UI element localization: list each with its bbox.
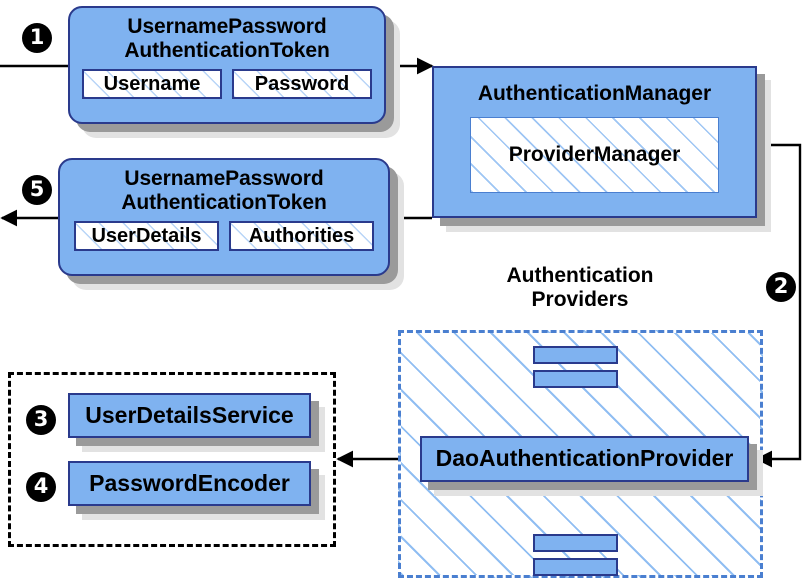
other-provider-bar-bottom-2[interactable]	[533, 558, 618, 576]
step-badge-4: 4	[26, 472, 56, 502]
step-badge-2: 2	[766, 272, 796, 302]
response-token-title-line2: AuthenticationToken	[121, 191, 327, 215]
authentication-manager-title: AuthenticationManager	[477, 82, 712, 105]
password-encoder-box[interactable]: PasswordEncoder	[68, 461, 311, 506]
step-badge-5: 5	[22, 175, 52, 205]
authentication-providers-title: Authentication Providers	[460, 264, 700, 311]
field-password[interactable]: Password	[232, 69, 372, 100]
other-provider-bar-top-2[interactable]	[533, 370, 618, 388]
step-badge-1: 1	[22, 23, 52, 53]
request-token-fields: Username Password	[70, 69, 384, 100]
other-provider-bar-bottom-1[interactable]	[533, 534, 618, 552]
providers-title-line2: Providers	[531, 287, 629, 311]
request-token-card[interactable]: UsernamePassword AuthenticationToken Use…	[68, 6, 386, 124]
other-provider-bar-top-1[interactable]	[533, 346, 618, 364]
request-token-title: UsernamePassword AuthenticationToken	[70, 15, 384, 63]
field-username[interactable]: Username	[82, 69, 222, 100]
user-details-service-box[interactable]: UserDetailsService	[68, 393, 311, 438]
dao-authentication-provider-box[interactable]: DaoAuthenticationProvider	[420, 436, 749, 482]
providers-title-line1: Authentication	[506, 264, 654, 287]
wire-manager-to-provider	[755, 143, 802, 468]
request-token-title-line2: AuthenticationToken	[124, 39, 330, 63]
field-authorities[interactable]: Authorities	[229, 221, 374, 252]
response-token-title-line1: UsernamePassword	[124, 167, 324, 190]
response-token-title: UsernamePassword AuthenticationToken	[60, 167, 388, 215]
support-services-group	[8, 372, 336, 547]
response-token-card[interactable]: UsernamePassword AuthenticationToken Use…	[58, 158, 390, 276]
provider-manager-box[interactable]: ProviderManager	[470, 116, 719, 193]
field-userdetails[interactable]: UserDetails	[74, 221, 219, 252]
response-token-fields: UserDetails Authorities	[60, 221, 388, 252]
request-token-title-line1: UsernamePassword	[127, 15, 327, 38]
step-badge-3: 3	[26, 405, 56, 435]
authentication-manager-box[interactable]: AuthenticationManager ProviderManager	[432, 66, 757, 218]
